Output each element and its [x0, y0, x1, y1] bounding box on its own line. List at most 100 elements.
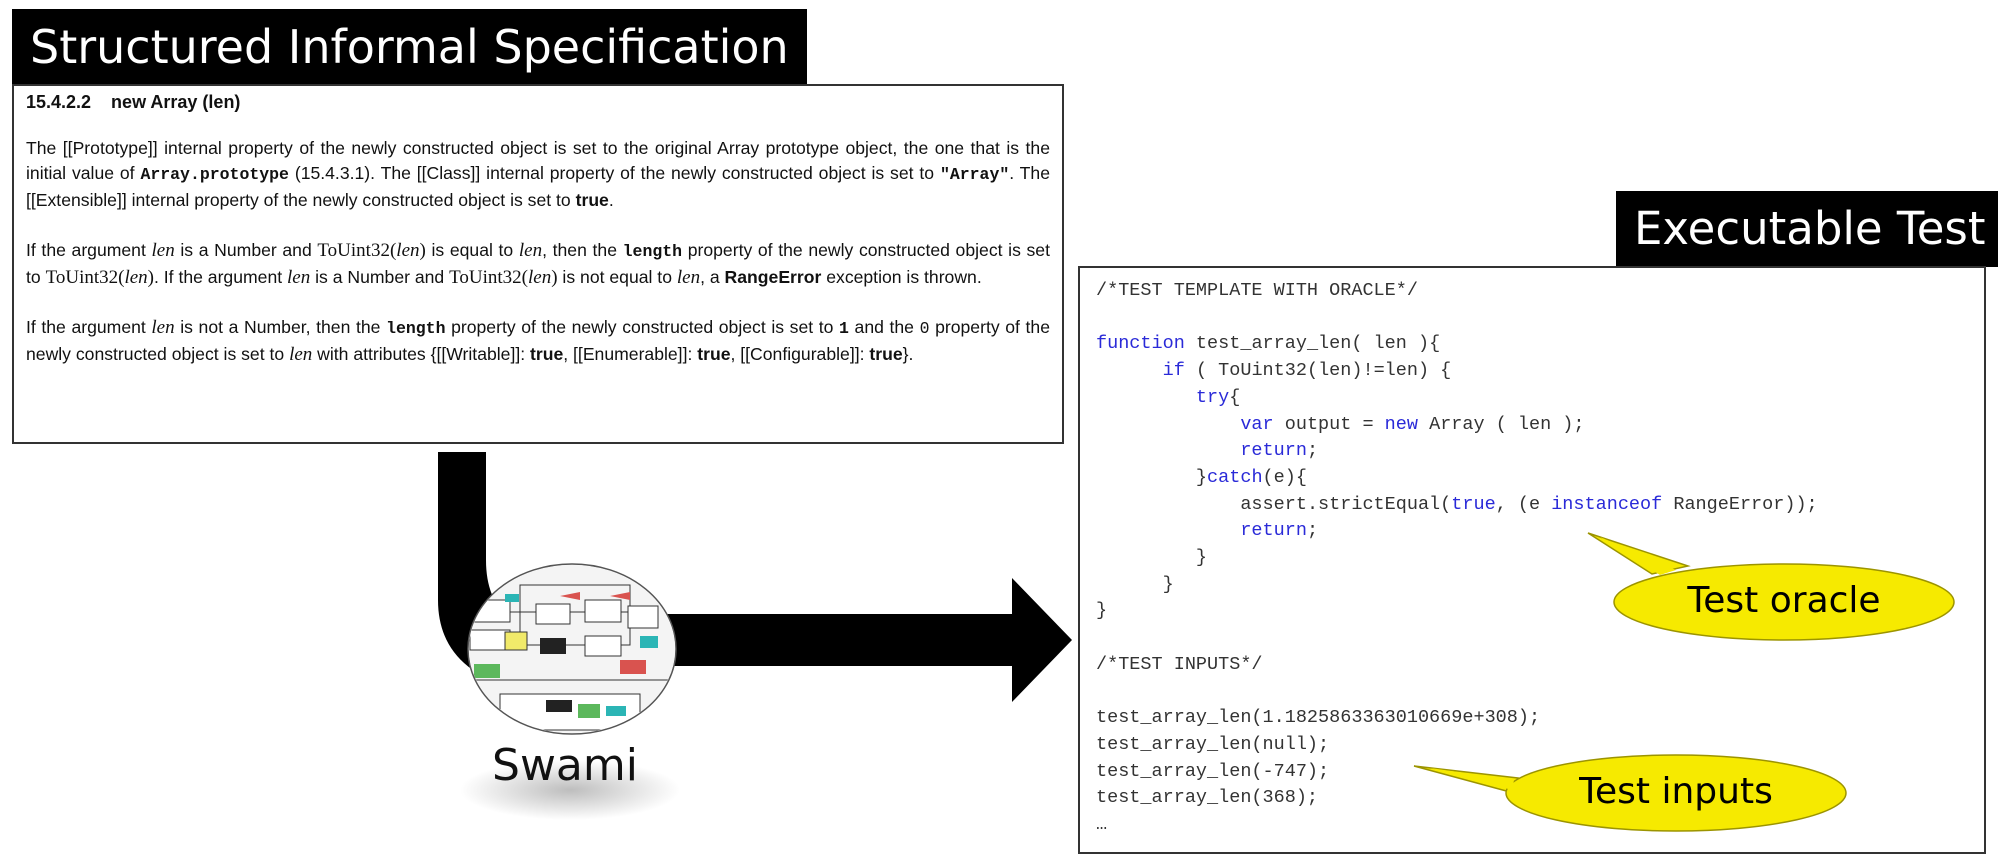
flow-right-arrow	[640, 578, 1072, 702]
code-text: (e){	[1262, 466, 1307, 488]
code-keyword: true	[1451, 493, 1496, 515]
spec-fn: )	[147, 266, 154, 288]
code-text: {	[1229, 386, 1241, 408]
spec-text: is not equal to	[557, 266, 677, 287]
spec-heading: 15.4.2.2 new Array (len)	[26, 92, 241, 112]
spec-code: "Array"	[939, 165, 1010, 184]
spec-text: and the	[848, 317, 920, 337]
code-keyword: var	[1240, 413, 1274, 435]
spec-text: }.	[902, 343, 914, 364]
spec-title: Structured Informal Specification	[12, 9, 807, 85]
code-text: , (e	[1495, 493, 1552, 515]
spec-var: len	[151, 317, 175, 338]
code-text: Array ( len );	[1417, 413, 1585, 435]
spec-text: The [[Prototype]] internal property of t…	[26, 137, 1050, 184]
code-keyword: try	[1195, 386, 1230, 408]
code-keyword: new	[1384, 413, 1418, 435]
spec-bold: RangeError	[724, 266, 822, 287]
spec-var: len	[396, 240, 420, 261]
code-line: test_array_len(1.1825863363010669e+308);	[1096, 707, 1541, 729]
spec-text: , a	[700, 266, 725, 287]
code-indent	[1096, 494, 1240, 515]
spec-text: is equal to	[425, 240, 519, 260]
code-indent	[1096, 360, 1163, 381]
spec-text: is a Number and	[310, 266, 450, 287]
code-text: output =	[1273, 413, 1385, 435]
code-keyword: return	[1240, 440, 1307, 462]
code-keyword: if	[1162, 360, 1185, 382]
spec-text: property of the newly constructed object…	[445, 317, 840, 337]
spec-fn: )	[419, 240, 426, 261]
code-keyword: instanceof	[1551, 493, 1663, 515]
swami-label: Swami	[492, 740, 638, 791]
test-inputs-bubble	[1413, 754, 1847, 832]
code-text: RangeError));	[1662, 493, 1818, 515]
spec-bold: true	[530, 343, 564, 364]
code-line: }	[1096, 573, 1174, 595]
spec-var: len	[289, 343, 313, 365]
code-text: ;	[1306, 440, 1319, 462]
spec-bold: true	[697, 343, 731, 364]
spec-text: property of the newly constructed object…	[26, 317, 1050, 364]
spec-text: , [[Enumerable]]:	[563, 343, 698, 364]
code-indent	[1096, 414, 1240, 435]
code-line: test_array_len(368);	[1096, 787, 1319, 809]
code-keyword: catch	[1207, 466, 1263, 488]
code-indent	[1096, 387, 1196, 408]
spec-text: (15.4.3.1). The [[Class]] internal prope…	[288, 163, 940, 183]
spec-paragraph-2: If the argument len is a Number and ToUi…	[26, 238, 1050, 290]
spec-code: length	[386, 319, 446, 338]
spec-text: exception is thrown.	[821, 266, 982, 287]
code-keyword: function	[1096, 333, 1185, 355]
spec-fn: ToUint32(	[449, 266, 528, 288]
code-line: …	[1096, 814, 1108, 836]
code-text: ;	[1306, 520, 1319, 542]
spec-text: . If the argument	[154, 266, 288, 287]
code-indent	[1096, 440, 1240, 461]
code-text: test_array_len( len ){	[1184, 333, 1441, 355]
spec-code: Array.prototype	[140, 165, 289, 184]
swami-shadow	[460, 760, 680, 820]
spec-text: .	[608, 189, 614, 210]
code-indent	[1096, 467, 1196, 488]
code-line: /*TEST INPUTS*/	[1096, 653, 1263, 675]
code-text: }	[1195, 466, 1208, 488]
swami-thumbnail	[467, 563, 677, 735]
spec-fn: )	[551, 266, 558, 288]
spec-var: len	[528, 266, 552, 288]
spec-fn: ToUint32(	[45, 266, 125, 288]
spec-code: 0	[919, 319, 930, 338]
test-code-box: /*TEST TEMPLATE WITH ORACLE*/ function t…	[1078, 266, 1986, 854]
code-line: /*TEST TEMPLATE WITH ORACLE*/	[1096, 280, 1418, 301]
code-keyword: return	[1240, 520, 1307, 542]
spec-text: . The [[Extensible]] internal property o…	[26, 163, 1051, 210]
spec-text-box: 15.4.2.2 new Array (len) The [[Prototype…	[12, 84, 1064, 444]
spec-text: , [[Configurable]]:	[730, 343, 870, 364]
spec-var: len	[124, 266, 148, 288]
code-text: assert.strictEqual(	[1240, 493, 1452, 515]
spec-code: 1	[839, 319, 849, 338]
spec-paragraph-3: If the argument len is not a Number, the…	[26, 315, 1050, 367]
test-oracle-label: Test oracle	[1687, 580, 1881, 621]
spec-text: is a Number and	[174, 240, 318, 260]
spec-fn: ToUint32(	[317, 240, 397, 261]
code-line: test_array_len(-747);	[1096, 760, 1330, 782]
spec-var: len	[518, 240, 543, 261]
spec-bold: true	[575, 189, 609, 210]
test-title: Executable Test	[1616, 191, 1998, 267]
spec-paragraph-1: The [[Prototype]] internal property of t…	[26, 136, 1050, 214]
test-inputs-label: Test inputs	[1579, 771, 1773, 812]
spec-bold: true	[869, 343, 903, 364]
spec-var: len	[676, 266, 701, 288]
code-line: }	[1096, 547, 1208, 569]
code-line: test_array_len(null);	[1096, 733, 1330, 755]
code-indent	[1096, 520, 1240, 541]
spec-text: property of the newly constructed object…	[26, 240, 1050, 287]
spec-text: with attributes {[[Writable]]:	[312, 343, 531, 364]
spec-var: len	[151, 240, 175, 261]
test-oracle-bubble	[1587, 532, 1955, 641]
spec-text: If the argument	[26, 240, 152, 260]
spec-text: is not a Number, then the	[174, 317, 387, 337]
code-text: ( ToUint32(len)!=len) {	[1184, 360, 1452, 382]
